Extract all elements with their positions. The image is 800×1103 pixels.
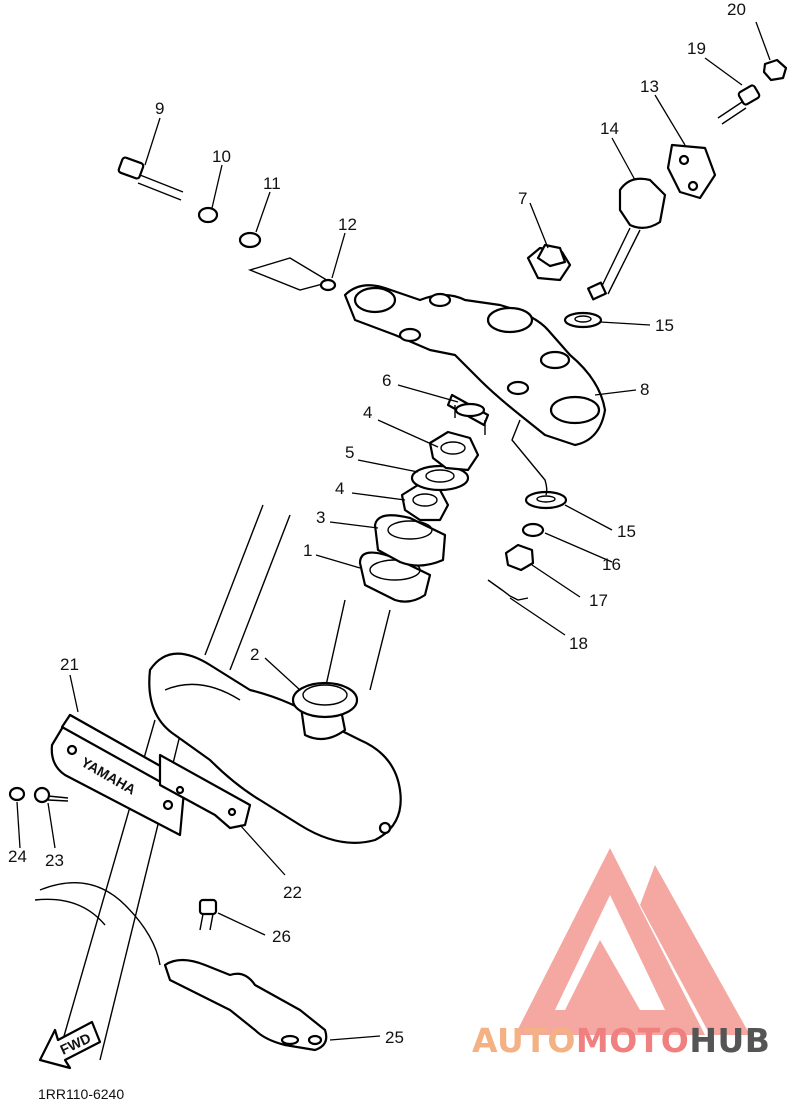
- label-part-15a: 15: [655, 316, 674, 335]
- label-part-16: 16: [602, 555, 621, 574]
- bearing-1: [358, 551, 432, 603]
- bolt-path: [511, 419, 548, 496]
- label-part-4a: 4: [335, 479, 344, 498]
- leader-lines: [16, 21, 771, 1041]
- bearing-2: [291, 681, 359, 719]
- label-part-4b: 4: [363, 403, 372, 422]
- label-part-21: 21: [60, 655, 79, 674]
- label-part-3: 3: [316, 508, 325, 527]
- bracket-22: [158, 753, 252, 830]
- label-part-24: 24: [8, 847, 27, 866]
- part-labels: 1 2 3 4 4 5 6 7 8 9 10 11 12 13 14 15 15…: [8, 0, 746, 1047]
- bolt-26: [198, 898, 218, 931]
- screw-23: [33, 786, 69, 804]
- label-part-15b: 15: [617, 522, 636, 541]
- nut-20: [762, 58, 788, 82]
- label-part-20: 20: [727, 0, 746, 19]
- washer-11: [238, 231, 262, 249]
- label-part-8: 8: [640, 380, 649, 399]
- nut-17: [504, 543, 535, 572]
- washer-6: [446, 393, 490, 435]
- label-part-22: 22: [283, 883, 302, 902]
- upper-bracket-8: [343, 284, 607, 447]
- watermark-moto: MOTO: [576, 1021, 689, 1060]
- label-part-18: 18: [569, 634, 588, 653]
- nut-24: [8, 786, 26, 802]
- label-part-13: 13: [640, 77, 659, 96]
- label-part-6: 6: [382, 371, 391, 390]
- washer-15-upper: [563, 311, 603, 329]
- under-bracket: [148, 652, 402, 844]
- lower-stay: [34, 882, 328, 1052]
- watermark-auto: AUTO: [472, 1021, 576, 1060]
- label-part-25: 25: [385, 1028, 404, 1047]
- label-part-7: 7: [518, 189, 527, 208]
- watermark-logo: [515, 848, 750, 1035]
- race-3: [373, 514, 447, 567]
- bolt-19: [717, 84, 761, 125]
- pin-18: [487, 579, 529, 601]
- nut-4-upper: [428, 430, 480, 472]
- label-part-14: 14: [600, 119, 619, 138]
- label-part-11: 11: [263, 174, 281, 193]
- handlebar-cap-13: [666, 143, 717, 200]
- lock-washer-16: [521, 522, 545, 538]
- label-part-23: 23: [45, 851, 64, 870]
- label-part-9: 9: [155, 99, 164, 118]
- label-part-2: 2: [250, 645, 259, 664]
- label-part-5: 5: [345, 443, 354, 462]
- label-part-10: 10: [212, 147, 231, 166]
- washer-10: [197, 206, 219, 224]
- fwd-arrow: FWD: [38, 1020, 102, 1070]
- label-part-26: 26: [272, 927, 291, 946]
- watermark-hub: HUB: [689, 1021, 770, 1060]
- washer-15-lower: [524, 490, 568, 510]
- label-part-17: 17: [589, 591, 608, 610]
- bolt-9: [117, 156, 184, 201]
- watermark-text: AUTOMOTOHUB: [472, 1021, 770, 1060]
- drawing-code: 1RR110-6240: [38, 1086, 124, 1102]
- label-part-1: 1: [303, 541, 312, 560]
- steering-nut-7: [526, 243, 572, 282]
- label-part-19: 19: [687, 39, 706, 58]
- lock-washer-12: [247, 257, 337, 292]
- washer-5: [410, 464, 470, 492]
- label-part-12: 12: [338, 215, 357, 234]
- handlebar-holder-14: [587, 177, 667, 301]
